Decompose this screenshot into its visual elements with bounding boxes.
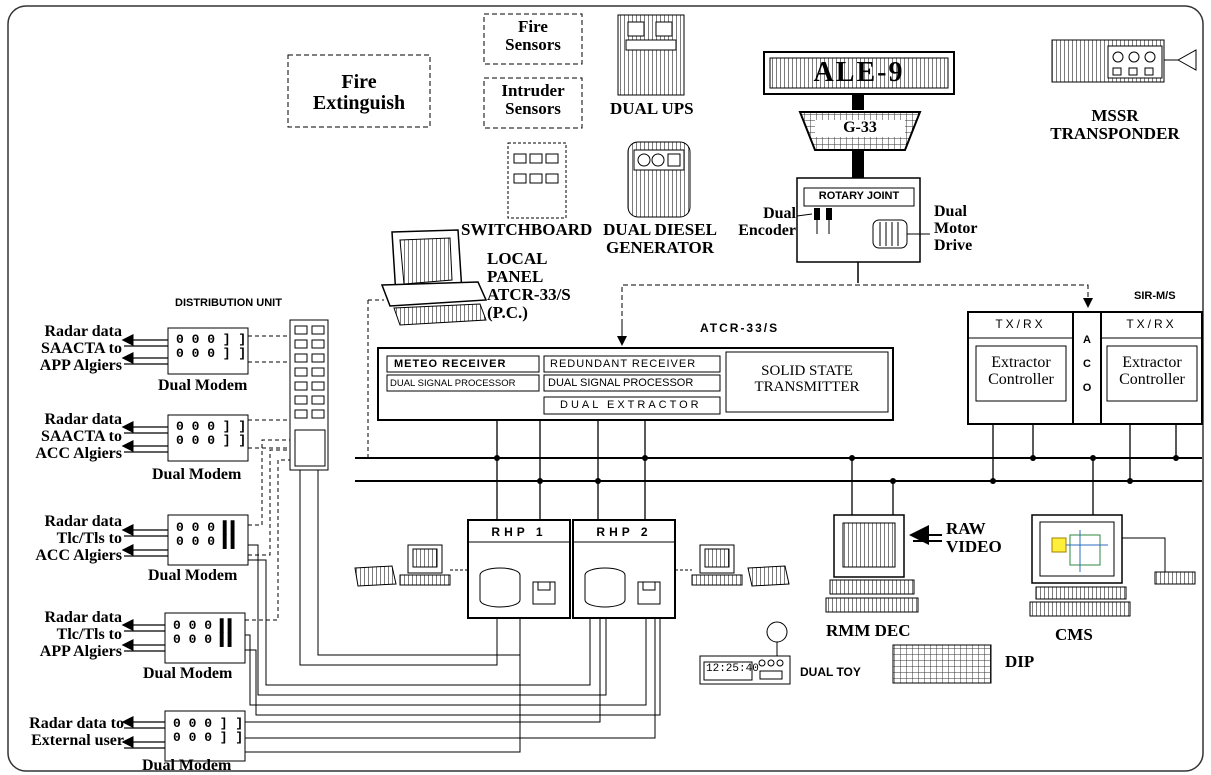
modem3-caption: Dual Modem bbox=[148, 567, 238, 584]
local-panel-pc-icon bbox=[380, 229, 488, 326]
switchboard-label: SWITCHBOARD bbox=[461, 220, 593, 239]
meteo-receiver-label: METEO RECEIVER bbox=[394, 358, 507, 370]
diesel-generator-icon bbox=[627, 141, 691, 218]
rotary-joint-label: ROTARY JOINT bbox=[818, 190, 900, 202]
distribution-unit-label: DISTRIBUTION UNIT bbox=[175, 297, 282, 309]
ale9-label: ALE-9 bbox=[813, 57, 905, 88]
txrx-left-label: TX/RX bbox=[995, 317, 1046, 331]
dual-ups-label: DUAL UPS bbox=[610, 99, 694, 118]
modem2-caption: Dual Modem bbox=[152, 466, 242, 483]
distribution-unit-rack bbox=[289, 319, 329, 471]
modem5-codes: 0 0 0 ] ]0 0 0 ] ] bbox=[173, 716, 244, 745]
clock-readout: 12:25:40 bbox=[706, 663, 759, 675]
switchboard-icon bbox=[507, 142, 567, 219]
dual-signal-processor-2-label: DUAL SIGNAL PROCESSOR bbox=[548, 377, 694, 389]
workstation-right-icon bbox=[691, 544, 790, 587]
g33-label: G-33 bbox=[815, 119, 905, 137]
modem4-caption: Dual Modem bbox=[143, 665, 233, 682]
workstation-left-icon bbox=[354, 544, 451, 587]
modem1-codes: 0 0 0 ] ]0 0 0 ] ] bbox=[176, 332, 247, 361]
rhp2-label: RHP 2 bbox=[596, 525, 652, 539]
rmm-dec-label: RMM DEC bbox=[826, 621, 911, 640]
fire-sensors-box bbox=[483, 13, 583, 65]
antenna-icon bbox=[763, 51, 955, 178]
modem4-codes: 0 0 0 ▌▌0 0 0 ▌▌ bbox=[173, 618, 236, 647]
modem1-caption: Dual Modem bbox=[158, 377, 248, 394]
dual-toy-label: DUAL TOY bbox=[800, 665, 861, 679]
encoder-icon bbox=[796, 208, 832, 234]
txrx-right-label: TX/RX bbox=[1126, 317, 1177, 331]
modem-group bbox=[164, 327, 249, 762]
dual-ups-icon bbox=[617, 14, 685, 96]
sir-label: SIR-M/S bbox=[1134, 290, 1176, 302]
redundant-receiver-label: REDUNDANT RECEIVER bbox=[550, 358, 697, 370]
dip-label: DIP bbox=[1005, 652, 1035, 671]
dual-toy-icon bbox=[699, 621, 791, 685]
modem5-caption: Dual Modem bbox=[142, 757, 232, 774]
rhp1-label: RHP 1 bbox=[491, 525, 547, 539]
mssr-transponder-icon bbox=[1051, 39, 1197, 83]
modem3-codes: 0 0 0 ▌▌0 0 0 ▌▌ bbox=[176, 520, 239, 549]
intruder-sensors-box bbox=[483, 77, 583, 129]
atcr-label: ATCR-33/S bbox=[700, 321, 780, 335]
rmm-dec-workstation-icon bbox=[825, 514, 919, 613]
dual-extractor-label: DUAL EXTRACTOR bbox=[560, 399, 702, 411]
dip-icon bbox=[892, 644, 992, 684]
cms-workstation-icon bbox=[1029, 514, 1196, 617]
motor-drive-icon bbox=[872, 219, 930, 249]
dual-signal-processor-1-label: DUAL SIGNAL PROCESSOR bbox=[390, 378, 516, 389]
cms-label: CMS bbox=[1055, 625, 1093, 644]
modem2-codes: 0 0 0 ] ]0 0 0 ] ] bbox=[176, 419, 247, 448]
fire-extinguish-box bbox=[287, 54, 431, 128]
